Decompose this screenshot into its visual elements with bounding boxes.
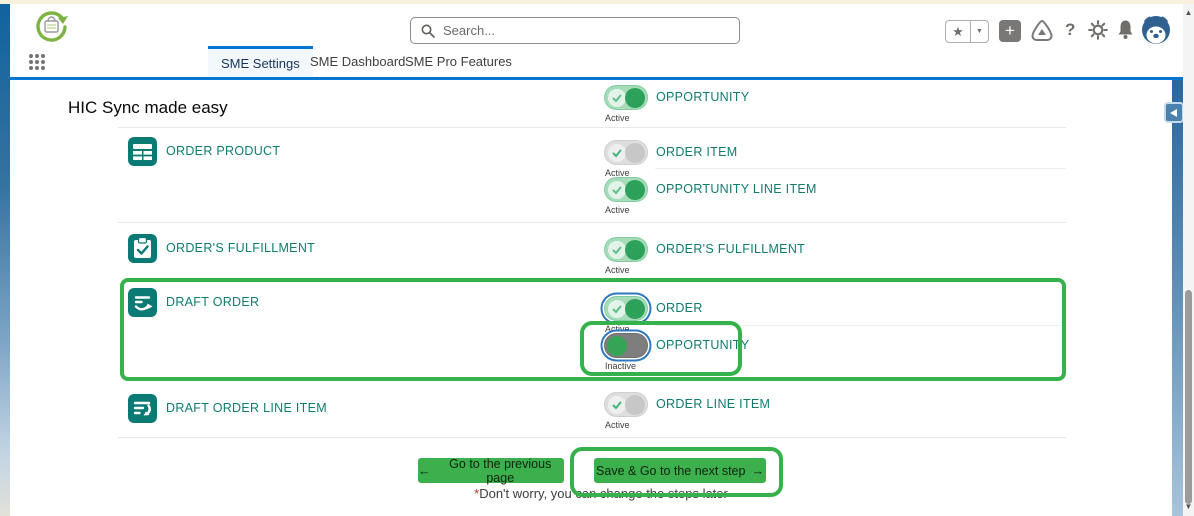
clipboard-check-icon (128, 234, 157, 263)
draft-order-icon (128, 288, 157, 317)
left-arrow-icon: ← (418, 463, 431, 478)
nav-bar: HIC Sync made easy (10, 46, 1183, 117)
toggle-opportunity-line-item[interactable]: Active OPPORTUNITY LINE ITEM (604, 177, 816, 215)
global-header: ★ ▼ + ? (10, 4, 1183, 46)
previous-page-label: Go to the previous page (449, 456, 552, 485)
toggle-orders-fulfillment[interactable]: Active ORDER'S FULFILLMENT (604, 237, 805, 275)
save-next-step-button[interactable]: Save & Go to the next step → (594, 458, 766, 483)
toggle-order-item[interactable]: Active ORDER ITEM (604, 140, 737, 178)
row-divider (118, 222, 1066, 223)
sync-bag-logo-icon (36, 11, 68, 42)
tab-sme-settings[interactable]: SME Settings (208, 46, 313, 77)
toggle-label: ORDER (656, 301, 703, 315)
previous-page-button[interactable]: ← Go to the previous page (418, 456, 564, 485)
app-name: HIC Sync made easy (68, 98, 228, 117)
row-label-orders-fulfillment: ORDER'S FULFILLMENT (166, 241, 316, 255)
favorites-control: ★ ▼ (945, 20, 989, 43)
top-strip (0, 0, 1194, 4)
sub-divider (655, 168, 1066, 169)
toggle-state: Active (605, 265, 630, 275)
add-icon[interactable]: + (999, 20, 1021, 42)
toggle-label: OPPORTUNITY LINE ITEM (656, 182, 817, 196)
toggle-state: Active (605, 168, 630, 178)
annotation-box-draft-order-row (120, 278, 1066, 381)
check-icon (608, 144, 626, 162)
setup-gear-icon[interactable] (1088, 20, 1108, 45)
avatar[interactable] (1141, 15, 1171, 45)
tab-sme-pro-features[interactable]: SME Pro Features (405, 54, 512, 69)
notifications-bell-icon[interactable] (1116, 19, 1135, 45)
global-search (410, 17, 740, 44)
toggle-track[interactable] (604, 85, 648, 110)
split-view-collapse-button[interactable] (1164, 102, 1184, 123)
toggle-track[interactable] (604, 333, 648, 358)
footnote-asterisk: * (474, 486, 480, 501)
footnote-text: Don't worry, you can change the steps la… (479, 486, 728, 501)
tab-sme-dashboard[interactable]: SME Dashboard (310, 54, 406, 69)
check-icon (608, 300, 626, 318)
row-label-order-product: ORDER PRODUCT (166, 144, 281, 158)
toggle-track[interactable] (604, 140, 648, 165)
toggle-track[interactable] (604, 237, 648, 262)
toggle-state: Inactive (605, 361, 637, 371)
toggle-knob[interactable] (625, 88, 645, 108)
table-grid-icon (128, 137, 157, 166)
scroll-up-icon[interactable]: ▲ (1184, 8, 1193, 17)
check-icon (608, 241, 626, 259)
nav-divider (10, 77, 1183, 80)
app-logo (32, 8, 70, 46)
toggle-track[interactable] (604, 177, 648, 202)
favorites-dropdown-icon[interactable]: ▼ (976, 28, 983, 35)
toggle-knob[interactable] (625, 395, 645, 415)
search-input[interactable] (443, 23, 723, 38)
toggle-label: OPPORTUNITY (656, 338, 750, 352)
row-divider (118, 437, 1066, 438)
toggle-track[interactable] (604, 392, 648, 417)
app-launcher-waffle-icon[interactable] (28, 53, 46, 76)
sub-divider (655, 325, 1066, 326)
toggle-state: Active (605, 205, 630, 215)
favorite-star-icon[interactable]: ★ (946, 21, 971, 42)
toggle-state: Active (605, 113, 630, 123)
check-icon (608, 396, 626, 414)
toggle-state: Active (605, 420, 630, 430)
toggle-opportunity-draft-order[interactable]: Inactive OPPORTUNITY (604, 333, 749, 371)
toggle-label: OPPORTUNITY (656, 90, 750, 104)
row-divider (118, 127, 1066, 128)
scroll-down-icon[interactable]: ▼ (1184, 502, 1193, 511)
search-icon (421, 24, 435, 38)
toggle-knob[interactable] (625, 180, 645, 200)
toggle-knob[interactable] (607, 336, 627, 356)
toggle-state: Active (605, 324, 630, 334)
toggle-label: ORDER'S FULFILLMENT (656, 242, 806, 256)
save-next-step-label: Save & Go to the next step (596, 463, 746, 478)
background-left (0, 4, 10, 516)
toggle-track[interactable] (604, 296, 648, 321)
toggle-knob[interactable] (625, 240, 645, 260)
row-label-draft-order-line-item: DRAFT ORDER LINE ITEM (166, 401, 327, 415)
check-icon (608, 181, 626, 199)
trailhead-icon[interactable] (1030, 19, 1054, 47)
toggle-order[interactable]: Active ORDER (604, 296, 702, 334)
right-arrow-icon: → (751, 463, 764, 478)
background-right (1172, 80, 1183, 516)
help-icon[interactable]: ? (1065, 20, 1076, 39)
draft-order-lines-icon (128, 394, 157, 423)
toggle-order-line-item[interactable]: Active ORDER LINE ITEM (604, 392, 770, 430)
toggle-label: ORDER LINE ITEM (656, 397, 771, 411)
scrollbar-thumb[interactable] (1185, 290, 1192, 504)
check-icon (608, 89, 626, 107)
toggle-label: ORDER ITEM (656, 145, 738, 159)
toggle-knob[interactable] (625, 143, 645, 163)
toggle-knob[interactable] (625, 299, 645, 319)
footnote: *Don't worry, you can change the steps l… (400, 486, 802, 501)
scrollbar[interactable]: ▲ ▼ (1183, 4, 1194, 516)
toggle-opportunity-top[interactable]: Active OPPORTUNITY (604, 85, 749, 123)
row-label-draft-order: DRAFT ORDER (166, 295, 260, 309)
